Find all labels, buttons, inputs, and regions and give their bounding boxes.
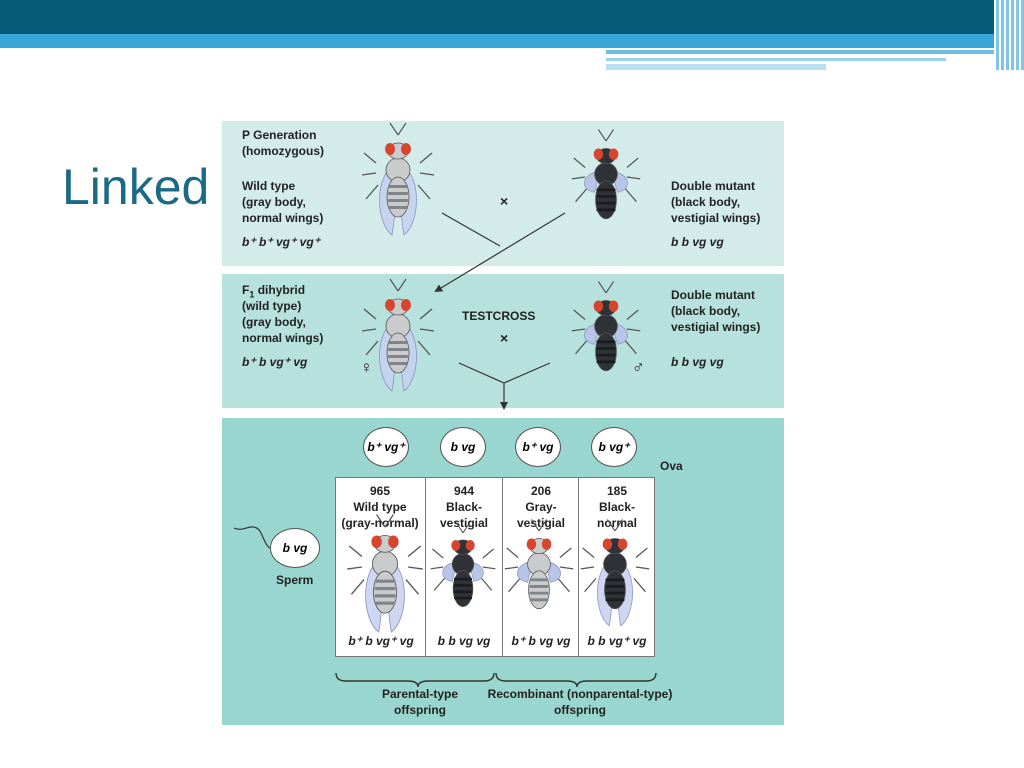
parental-bracket [335,672,495,688]
f1-cross-symbol: × [500,330,509,346]
f1-right-label-2: (black body, [671,304,741,318]
table-divider [425,478,426,656]
f1-left-label-1: F1 dihybrid [242,282,305,302]
recombinant-label-1: Recombinant (nonparental-type) [487,687,673,701]
f1-right-genotype: b b vg vg [671,355,724,369]
p-generation-panel: P Generation (homozygous) Wild type (gra… [222,121,784,266]
header-band-thin-2 [606,58,946,61]
header-band-thin-1 [606,50,1024,54]
p-cross-arrow [434,212,566,293]
linkage-figure: P Generation (homozygous) Wild type (gra… [222,121,784,725]
double-mutant-fly-f1 [571,280,641,372]
male-symbol: ♂ [632,358,645,377]
f1-right-label-1: Double mutant [671,288,755,302]
p-left-label-3: normal wings) [242,211,324,225]
offspring-phenotype: Black- normal [596,500,637,530]
f1-subscript: 1 [249,289,255,300]
ova-gamete-2: b vg [440,427,486,467]
recombinant-bracket [495,672,657,688]
p-left-genotype: b⁺ b⁺ vg⁺ vg⁺ [242,235,321,249]
p-right-label-1: Double mutant [671,179,755,193]
offspring-count: 206 [530,484,552,498]
wild-type-fly-f1 [361,278,435,392]
table-divider [578,478,579,656]
p-left-label-2: (gray body, [242,195,306,209]
f1-left-label-2: (wild type) [242,299,302,313]
header-band-thin-3 [606,64,826,70]
p-heading-1: P Generation [242,128,317,142]
offspring-count: 965 [369,484,391,498]
testcross-label: TESTCROSS [462,309,536,323]
p-right-label-2: (black body, [671,195,741,209]
f1-dihybrid: dihybrid [254,283,306,297]
f1-generation-panel: F1 dihybrid (wild type) (gray body, norm… [222,274,784,408]
offspring-genotype: b⁺ b vg⁺ vg [348,634,414,648]
sperm-gamete: b vg [270,528,320,568]
parental-label-1: Parental-type [381,687,459,701]
offspring-fly-gray-vestigial [504,518,574,610]
ova-label: Ova [660,459,683,473]
offspring-count: 185 [606,484,628,498]
offspring-genotype: b⁺ b vg vg [511,634,571,648]
p-cross-line-left [441,212,501,247]
wild-type-fly-p [361,122,435,236]
offspring-phenotype: Wild type (gray-normal) [341,500,419,530]
offspring-fly-wild-type [346,513,424,633]
diagram-overlay [233,122,657,688]
slide-title: Linked [62,159,210,215]
double-mutant-fly-p [571,128,641,220]
header-band-light [0,34,1024,48]
offspring-genotype: b b vg vg [437,634,491,648]
ova-gamete-4: b vg⁺ [591,427,637,467]
f1-left-label-3: (gray body, [242,315,306,329]
p-right-label-3: vestigial wings) [671,211,761,225]
p-heading-2: (homozygous) [242,144,324,158]
recombinant-label-2: offspring [554,703,606,717]
table-divider [502,478,503,656]
offspring-phenotype: Gray- vestigial [516,500,566,530]
ova-gamete-1: b⁺ vg⁺ [363,427,409,467]
sperm-label: Sperm [276,573,314,587]
f1-cross-line-left [458,362,505,384]
p-left-label-1: Wild type [242,179,296,193]
offspring-fly-black-normal [580,518,650,627]
p-right-genotype: b b vg vg [671,235,724,249]
offspring-genotype: b b vg⁺ vg [587,634,647,648]
parental-label-2: offspring [394,703,446,717]
offspring-fly-black-vestigial [430,521,496,607]
f1-f-letter: F [242,283,250,297]
female-symbol: ♀ [360,358,373,377]
header-band-right-stripes [994,0,1024,70]
f1-left-genotype: b⁺ b vg⁺ vg [242,355,308,369]
f1-right-label-3: vestigial wings) [671,320,761,334]
f1-cross-line-right [503,362,551,384]
ova-gamete-3: b⁺ vg [515,427,561,467]
header-band-dark [0,0,1024,34]
p-cross-symbol: × [500,193,509,209]
offspring-phenotype: Black- vestigial [439,500,489,530]
f1-left-label-4: normal wings) [242,331,324,345]
offspring-count: 944 [453,484,475,498]
sperm-tail [233,526,271,549]
